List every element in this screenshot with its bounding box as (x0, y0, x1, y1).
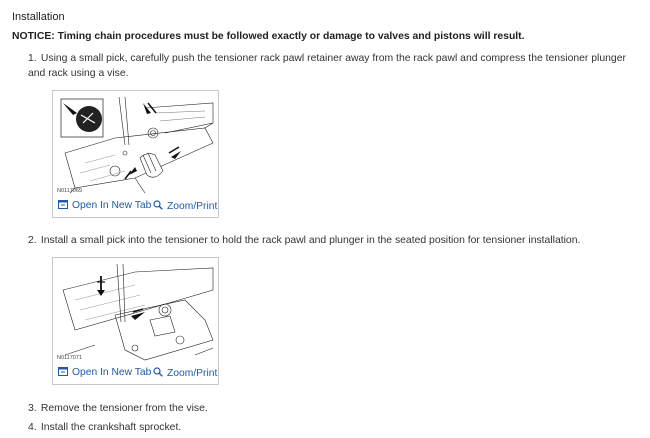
figure-2: N0117071 Open In New Tab Zoom/Print (52, 257, 219, 385)
magnifier-icon (153, 200, 163, 213)
step-number: 1. (28, 53, 37, 64)
step-2: 2. Install a small pick into the tension… (28, 233, 640, 248)
figure-illustration (55, 260, 216, 364)
open-in-new-tab-label: Open In New Tab (72, 367, 152, 378)
figure-code: N0117069 (57, 188, 82, 194)
zoom-print-link[interactable]: Zoom/Print (153, 200, 217, 213)
step-4: 4. Install the crankshaft sprocket. (28, 420, 640, 435)
step-1: 1. Using a small pick, carefully push th… (28, 51, 640, 81)
notice-text: NOTICE: Timing chain procedures must be … (12, 31, 525, 42)
step-text: Remove the tensioner from the vise. (40, 403, 208, 414)
open-in-new-tab-link[interactable]: Open In New Tab (58, 367, 151, 379)
figure-links: Open In New Tab Zoom/Print (53, 197, 218, 215)
step-text: Install the crankshaft sprocket. (40, 422, 182, 433)
zoom-print-link[interactable]: Zoom/Print (153, 367, 217, 380)
open-new-tab-icon (58, 367, 68, 379)
zoom-print-label: Zoom/Print (167, 368, 218, 379)
figure-illustration (55, 93, 216, 197)
step-number: 4. (28, 422, 37, 433)
open-new-tab-icon (58, 200, 68, 212)
figure-code: N0117071 (57, 355, 82, 361)
figure-links: Open In New Tab Zoom/Print (53, 364, 218, 382)
step-3: 3. Remove the tensioner from the vise. (28, 401, 640, 416)
step-number: 3. (28, 403, 37, 414)
step-text: Using a small pick, carefully push the t… (28, 53, 626, 79)
step-text: Install a small pick into the tensioner … (40, 235, 581, 246)
figure-1: N0117069 Open In New Tab Zoom/Print (52, 90, 219, 218)
zoom-print-label: Zoom/Print (167, 201, 218, 212)
open-in-new-tab-label: Open In New Tab (72, 200, 152, 211)
open-in-new-tab-link[interactable]: Open In New Tab (58, 200, 151, 212)
section-heading: Installation (12, 11, 65, 23)
step-number: 2. (28, 235, 37, 246)
magnifier-icon (153, 367, 163, 380)
